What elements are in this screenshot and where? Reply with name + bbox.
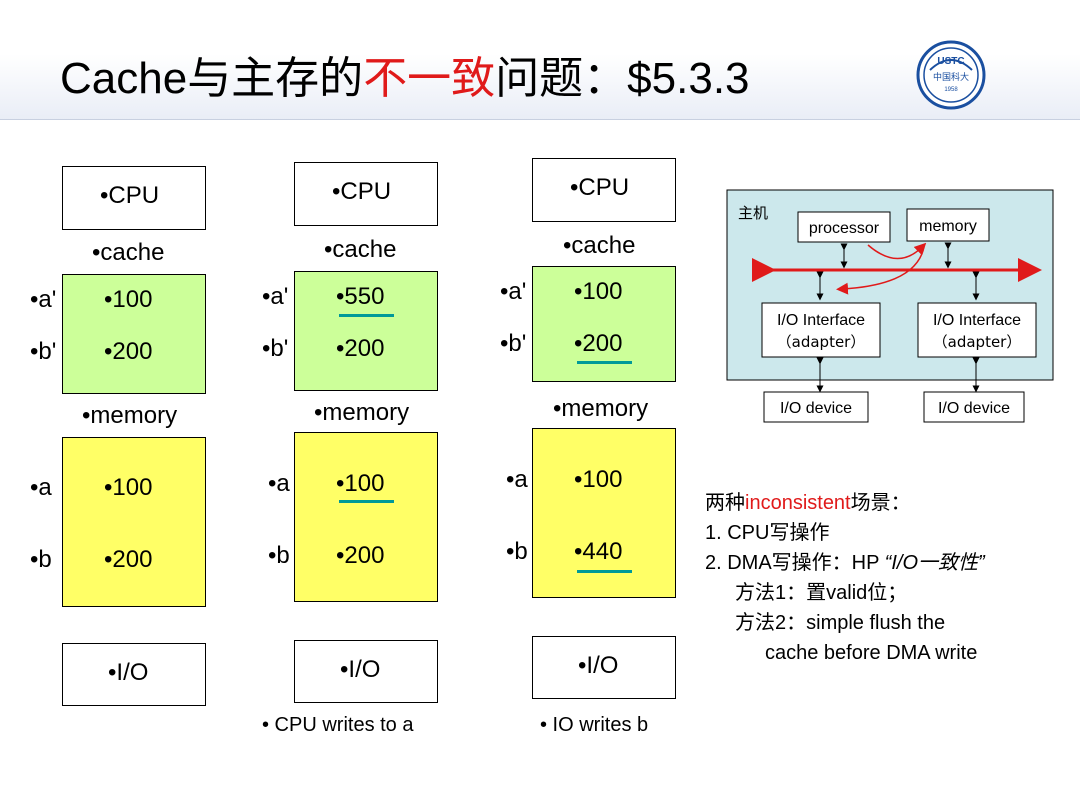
logo-text-mid: 中国科大 — [933, 71, 969, 83]
dma-arrow-upper — [867, 242, 927, 260]
memory-box-2 — [294, 432, 438, 602]
title-part3: 问题：$5.3.3 — [495, 54, 750, 103]
memory-label-1: •memory — [82, 402, 178, 429]
mem-val-b-2: •200 — [336, 542, 385, 569]
ustc-logo: USTC 中国科大 1958 — [916, 40, 986, 110]
io-box-1 — [62, 643, 206, 706]
cache-box-1 — [62, 274, 206, 394]
cache-val-b-3: •200 — [574, 330, 623, 357]
dma-arrow-lower — [836, 246, 925, 295]
cpu-box-3 — [532, 158, 676, 222]
cache-val-a-1: •100 — [104, 286, 153, 313]
title-band — [0, 0, 1080, 120]
mem-reg-b-1: •b — [30, 546, 52, 573]
io-box-2 — [294, 640, 438, 703]
cache-label-2: •cache — [324, 236, 397, 263]
io-box-3 — [532, 636, 676, 699]
notes-io-coherence-italic: “I/O一致性” — [884, 552, 985, 574]
notes-line-4: 方法1：置valid位； — [735, 582, 908, 604]
mem-reg-b-3: •b — [506, 538, 528, 565]
cpu-label-2: •CPU — [332, 178, 392, 205]
cache-val-a-3: •100 — [574, 278, 623, 305]
highlight-underline-cache-a-2 — [339, 314, 394, 317]
cache-reg-a-3: •a' — [500, 278, 527, 305]
cache-val-b-2: •200 — [336, 335, 385, 362]
notes-line-2: 1. CPU写操作 — [705, 522, 830, 544]
notes-inconsistent-red: inconsistent — [745, 492, 851, 514]
memory-box-1 — [62, 437, 206, 607]
logo-year: 1958 — [944, 87, 958, 93]
processor-box — [797, 211, 891, 243]
mem-reg-a-2: •a — [268, 470, 290, 497]
caption-2: • CPU writes to a — [262, 714, 414, 736]
notes-line-6: cache before DMA write — [765, 642, 978, 664]
highlight-underline-mem-a-2 — [339, 500, 394, 503]
cache-val-b-1: •200 — [104, 338, 153, 365]
mem-val-b-3: •440 — [574, 538, 623, 565]
title-part2-red: 不一致 — [363, 54, 496, 103]
caption-3: • IO writes b — [540, 714, 649, 736]
memory-unit-box — [906, 208, 990, 242]
cache-reg-b-2: •b' — [262, 335, 289, 362]
io-interface-right-line2: （adapter） — [933, 333, 1022, 351]
cpu-label-1: •CPU — [100, 182, 160, 209]
mem-reg-a-3: •a — [506, 466, 528, 493]
highlight-underline-mem-b-3 — [577, 570, 632, 573]
memory-box-3 — [532, 428, 676, 598]
title-part1: Cache与主存的 — [60, 54, 364, 103]
mem-reg-b-2: •b — [268, 542, 290, 569]
cache-label-3: •cache — [563, 232, 636, 259]
cache-reg-b-3: •b' — [500, 330, 527, 357]
io-interface-left — [761, 302, 881, 358]
cpu-box-1 — [62, 166, 206, 230]
title-divider — [0, 119, 1080, 120]
notes-line-5: 方法2：simple flush the — [735, 612, 946, 634]
system-diagram: 主机 processor memory I/O Interface （adapt… — [726, 189, 1054, 423]
mem-val-b-1: •200 — [104, 546, 153, 573]
cpu-label-3: •CPU — [570, 174, 630, 201]
io-device-left — [763, 391, 869, 423]
notes-line-1: 两种inconsistent场景： — [705, 492, 911, 514]
io-label-1: •I/O — [108, 659, 149, 686]
host-label: 主机 — [738, 204, 768, 222]
io-device-right — [923, 391, 1025, 423]
cache-label-1: •cache — [92, 239, 165, 266]
mem-val-a-3: •100 — [574, 466, 623, 493]
cache-reg-b-1: •b' — [30, 338, 57, 365]
cpu-box-2 — [294, 162, 438, 226]
mem-val-a-1: •100 — [104, 474, 153, 501]
io-interface-left-line1: I/O Interface — [777, 312, 865, 329]
logo-text-top: USTC — [937, 56, 964, 67]
io-interface-right-line1: I/O Interface — [933, 312, 1021, 329]
cache-box-2 — [294, 271, 438, 391]
io-device-right-label: I/O device — [938, 400, 1010, 417]
notes-line-3: 2. DMA写操作：HP “I/O一致性” — [705, 552, 985, 574]
mem-val-a-2: •100 — [336, 470, 385, 497]
highlight-underline-cache-b-3 — [577, 361, 632, 364]
io-interface-right — [917, 302, 1037, 358]
processor-label: processor — [809, 220, 880, 237]
notes-block: 两种inconsistent场景： 1. CPU写操作 2. DMA写操作：HP… — [705, 488, 985, 668]
io-device-left-label: I/O device — [780, 400, 852, 417]
memory-label-3: •memory — [553, 395, 649, 422]
io-label-3: •I/O — [578, 652, 619, 679]
cache-val-a-2: •550 — [336, 283, 385, 310]
cache-reg-a-1: •a' — [30, 286, 57, 313]
memory-unit-label: memory — [919, 218, 977, 235]
mem-reg-a-1: •a — [30, 474, 52, 501]
io-interface-left-line2: （adapter） — [777, 333, 866, 351]
memory-label-2: •memory — [314, 399, 410, 426]
cache-reg-a-2: •a' — [262, 283, 289, 310]
page-title: Cache与主存的不一致问题：$5.3.3 — [60, 52, 750, 106]
io-label-2: •I/O — [340, 656, 381, 683]
